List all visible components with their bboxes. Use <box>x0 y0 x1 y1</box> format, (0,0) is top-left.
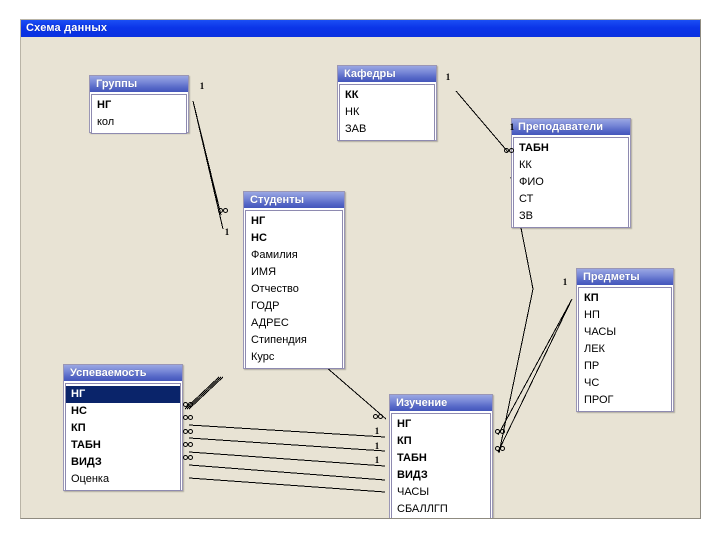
table-fields: КК НК ЗАВ <box>339 84 435 141</box>
field-row[interactable]: НС <box>251 232 267 244</box>
field-row[interactable]: СТ <box>519 193 534 205</box>
field-row[interactable]: НП <box>584 309 600 321</box>
table-title[interactable]: Кафедры <box>338 66 436 83</box>
field-row[interactable]: НГ <box>97 99 112 111</box>
cardinality-many-izuchenie-right-1 <box>495 428 508 436</box>
cardinality-many-izuchenie-right-2 <box>495 445 508 453</box>
field-row[interactable]: ПР <box>584 360 600 372</box>
field-row[interactable]: Оценка <box>71 473 110 485</box>
table-fields: КП НП ЧАСЫ ЛЕК ПР ЧС ПРОГ <box>578 287 672 412</box>
rel-uspev-izuchenie-4 <box>188 464 386 481</box>
field-row[interactable]: ЧАСЫ <box>397 486 430 498</box>
rel-studenty-izuchenie <box>325 366 387 420</box>
field-row[interactable]: КП <box>584 292 599 304</box>
table-gruppy[interactable]: Группы НГ кол <box>89 75 189 134</box>
cardinality-many-uspev-1 <box>183 401 196 409</box>
relationships-window: Схема данных <box>20 19 701 519</box>
rel-uspev-izuchenie-5 <box>188 477 386 493</box>
table-prepodavateli[interactable]: Преподаватели ТАБН КК ФИО СТ ЗВ <box>511 118 631 228</box>
field-row[interactable]: ВИДЗ <box>71 456 102 468</box>
cardinality-many-uspev-2 <box>183 414 196 422</box>
field-row[interactable]: ЗВ <box>519 210 533 222</box>
table-fields: НГ НС Фамилия ИМЯ Отчество ГОДР АДРЕС Ст… <box>245 210 343 369</box>
field-row[interactable]: ВИДЗ <box>397 469 428 481</box>
cardinality-one-prepodavateli: 1 <box>509 122 515 132</box>
field-row[interactable]: кол <box>97 116 115 128</box>
table-izuchenie[interactable]: Изучение НГ КП ТАБН ВИДЗ ЧАСЫ СБАЛЛГП <box>389 394 493 518</box>
rel-kafedry-prepodavateli <box>455 90 509 153</box>
rel-uspev-izuchenie-3 <box>188 451 386 467</box>
cardinality-one-izuchenie-1: 1 <box>374 426 380 436</box>
table-predmety[interactable]: Предметы КП НП ЧАСЫ ЛЕК ПР ЧС ПРОГ <box>576 268 674 412</box>
table-title[interactable]: Успеваемость <box>64 365 182 382</box>
field-row[interactable]: КК <box>345 89 359 101</box>
field-row[interactable]: АДРЕС <box>251 317 289 329</box>
field-row[interactable]: Отчество <box>251 283 299 295</box>
table-uspevaemost[interactable]: Успеваемость НГ НС КП ТАБН ВИДЗ Оценка <box>63 364 183 491</box>
rel-uspev-izuchenie-2 <box>188 437 386 452</box>
field-row[interactable]: Фамилия <box>251 249 298 261</box>
cardinality-one-izuchenie-3: 1 <box>374 455 380 465</box>
field-row[interactable]: ЗАВ <box>345 123 367 135</box>
cardinality-many-uspev-5 <box>183 454 196 462</box>
rel-uspev-izuchenie-1 <box>188 424 386 438</box>
field-row[interactable]: ТАБН <box>397 452 427 464</box>
field-row[interactable]: ПРОГ <box>584 394 614 406</box>
cardinality-many-uspev-3 <box>183 428 196 436</box>
field-row[interactable]: КП <box>397 435 412 447</box>
window-title: Схема данных <box>26 22 108 34</box>
table-fields: НГ КП ТАБН ВИДЗ ЧАСЫ СБАЛЛГП <box>391 413 491 518</box>
field-row[interactable]: КК <box>519 159 532 171</box>
cardinality-many-prepodavateli <box>504 147 517 155</box>
table-title[interactable]: Студенты <box>244 192 344 209</box>
table-fields: ТАБН КК ФИО СТ ЗВ <box>513 137 629 228</box>
field-row[interactable]: Стипендия <box>251 334 307 346</box>
cardinality-many-studenty <box>218 207 231 215</box>
cardinality-one-gruppy: 1 <box>199 81 205 91</box>
field-row[interactable]: ЧС <box>584 377 600 389</box>
table-title[interactable]: Предметы <box>577 269 673 286</box>
rel-predmety-izuchenie-2 <box>497 298 573 453</box>
field-row[interactable]: ТАБН <box>71 439 101 451</box>
cardinality-one-kafedry: 1 <box>445 72 451 82</box>
field-row[interactable]: ФИО <box>519 176 544 188</box>
field-row[interactable]: НС <box>71 405 87 417</box>
field-row[interactable]: ИМЯ <box>251 266 277 278</box>
diagram-canvas[interactable]: Группы НГ кол Кафедры КК НК ЗАВ Преподав… <box>21 37 700 518</box>
table-kafedry[interactable]: Кафедры КК НК ЗАВ <box>337 65 437 141</box>
field-row[interactable]: СБАЛЛГП <box>397 503 448 515</box>
cardinality-one-predmety: 1 <box>562 277 568 287</box>
field-row[interactable]: НГ <box>251 215 266 227</box>
table-title[interactable]: Преподаватели <box>512 119 630 136</box>
field-row[interactable]: ТАБН <box>519 142 549 154</box>
window-titlebar[interactable]: Схема данных <box>21 20 700 37</box>
field-row-selected[interactable]: НГ <box>66 386 180 403</box>
table-studenty[interactable]: Студенты НГ НС Фамилия ИМЯ Отчество ГОДР… <box>243 191 345 369</box>
field-row[interactable]: НГ <box>397 418 412 430</box>
field-row[interactable]: ГОДР <box>251 300 280 312</box>
cardinality-one-studenty: 1 <box>224 227 230 237</box>
rel-predmety-izuchenie <box>497 298 573 436</box>
table-fields: НГ кол <box>91 94 187 134</box>
rel-gruppy-studenty <box>192 100 222 216</box>
table-fields: НГ НС КП ТАБН ВИДЗ Оценка <box>65 383 181 491</box>
field-row[interactable]: ЛЕК <box>584 343 605 355</box>
cardinality-many-uspev-4 <box>183 441 196 449</box>
field-row[interactable]: КП <box>71 422 86 434</box>
field-row[interactable]: НК <box>345 106 360 118</box>
cardinality-many-izuchenie-left <box>373 413 386 421</box>
cardinality-one-izuchenie-2: 1 <box>374 441 380 451</box>
field-row[interactable]: Курс <box>251 351 275 363</box>
field-row[interactable]: ЧАСЫ <box>584 326 617 338</box>
table-title[interactable]: Изучение <box>390 395 492 412</box>
table-title[interactable]: Группы <box>90 76 188 93</box>
